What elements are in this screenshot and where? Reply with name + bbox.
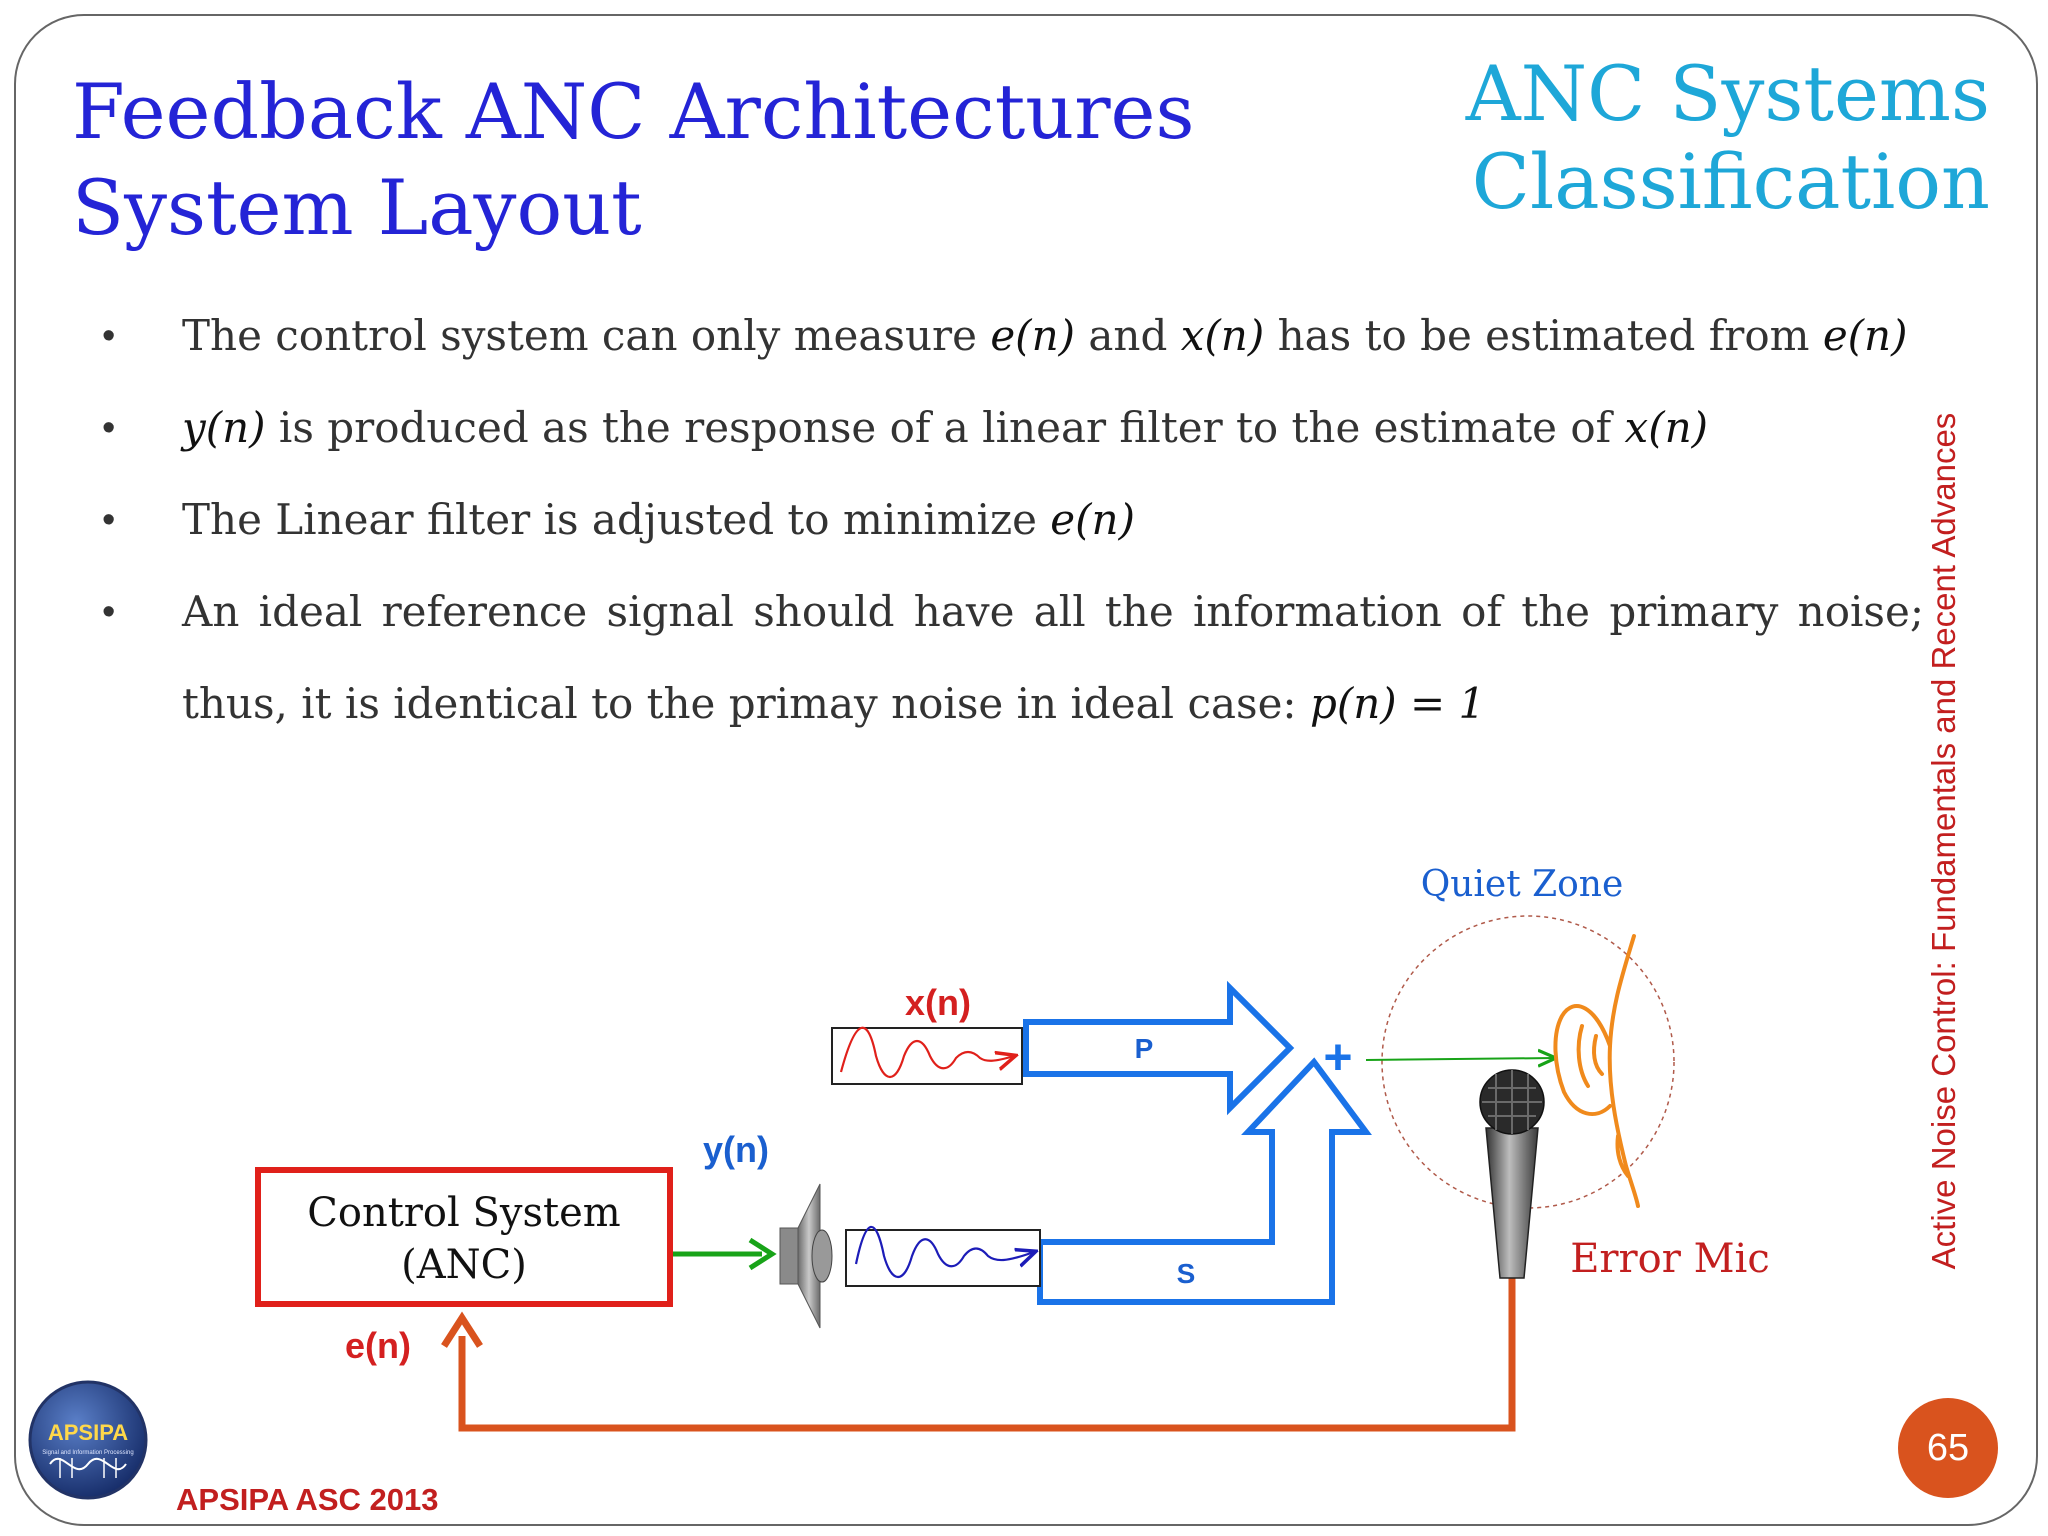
section-heading-line-1: ANC Systems [1465, 49, 1990, 138]
bullet-marker: • [102, 591, 116, 633]
residual-noise-arrow [1365, 1058, 1554, 1060]
anti-noise-waveform [854, 1225, 1034, 1278]
bullet-text: The control system can only measure [182, 311, 991, 360]
slide-title-line-1: Feedback ANC Architectures [72, 67, 1195, 156]
bullet-item: • y(n) is produced as the response of a l… [102, 382, 1924, 474]
control-system-sublabel: (ANC) [401, 1242, 527, 1288]
logo-wordmark: APSIPA [48, 1420, 128, 1445]
primary-path-label: P [1135, 1033, 1154, 1064]
bullet-marker: • [102, 407, 116, 449]
bullet-item: • An ideal reference signal should have a… [102, 566, 1924, 750]
bullet-text: The Linear filter is adjusted to minimiz… [182, 495, 1051, 544]
loudspeaker-icon [779, 1183, 833, 1329]
bullet-text: is produced as the response of a linear … [265, 403, 1625, 452]
primary-signal-box [831, 1027, 1023, 1085]
footer-conference-label: APSIPA ASC 2013 [176, 1482, 439, 1517]
bullet-text: and [1075, 311, 1181, 360]
quiet-zone-label: Quiet Zone [1421, 864, 1624, 905]
secondary-path-label: S [1177, 1258, 1196, 1289]
math-p-n-equals-1: p(n) = 1 [1309, 679, 1486, 728]
bullet-text: has to be estimated from [1264, 311, 1823, 360]
en-label: e(n) [345, 1325, 411, 1366]
error-mic-label: Error Mic [1570, 1236, 1770, 1282]
control-system-box [255, 1167, 673, 1307]
logo-subtitle: Signal and Information Processing [42, 1450, 133, 1456]
summing-plus-sign: + [1323, 1029, 1352, 1085]
primary-noise-waveform [839, 1026, 1014, 1078]
bullet-item: • The Linear filter is adjusted to minimi… [102, 474, 1924, 566]
math-x-n: x(n) [1624, 403, 1709, 452]
bullet-marker: • [102, 499, 116, 541]
slide-title-line-2: System Layout [72, 163, 642, 252]
math-x-n: x(n) [1180, 311, 1265, 360]
math-e-n: e(n) [990, 311, 1076, 360]
math-e-n: e(n) [1050, 495, 1135, 544]
math-e-n: e(n) [1822, 311, 1908, 360]
quiet-zone-circle [1381, 915, 1675, 1209]
feedback-path-arrowhead [441, 1311, 483, 1348]
yn-label: y(n) [703, 1129, 769, 1170]
error-microphone-icon [1479, 1069, 1545, 1279]
bullet-item: • The control system can only measure e(n… [102, 290, 1924, 382]
control-output-arrowhead [748, 1237, 777, 1271]
secondary-path-arrow [1037, 1057, 1372, 1305]
feedback-path-line [458, 1278, 1516, 1432]
xn-label: x(n) [905, 982, 971, 1023]
control-system-label: Control System [307, 1190, 620, 1236]
section-heading-line-2: Classification [1471, 137, 1990, 226]
ear-icon [1553, 934, 1640, 1208]
apsipa-logo: APSIPA Signal and Information Processing [28, 1380, 148, 1500]
page-number-badge: 65 [1898, 1398, 1998, 1498]
bullet-text: An ideal reference signal should have al… [182, 587, 1924, 728]
slide: Feedback ANC Architectures System Layout… [14, 14, 2038, 1526]
bullet-marker: • [102, 315, 116, 357]
bullet-list: • The control system can only measure e(n… [102, 290, 1924, 750]
math-y-n: y(n) [182, 403, 266, 452]
feedback-anc-diagram: Quiet Zone x(n) P + S y(n) Control S [28, 864, 1770, 1500]
primary-path-arrow [1023, 980, 1295, 1116]
